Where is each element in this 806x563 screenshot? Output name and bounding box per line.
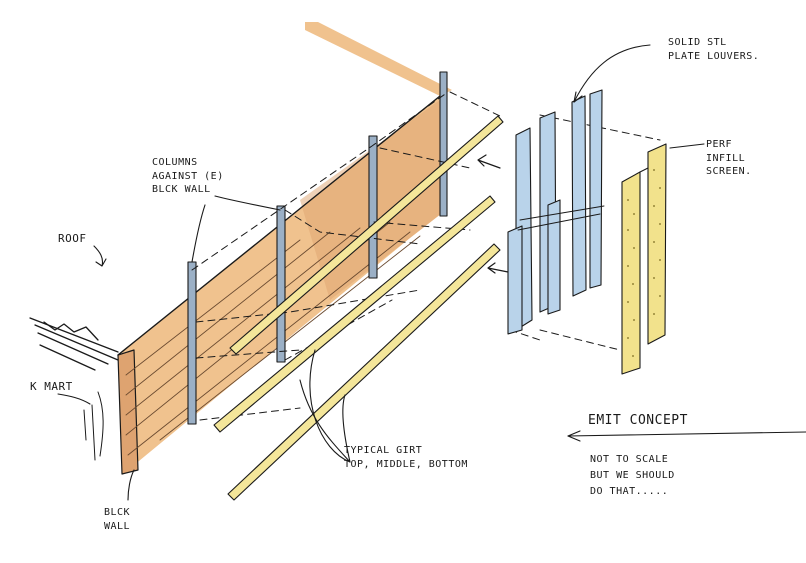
perf-infill-label: PERF INFILL SCREEN. — [706, 139, 752, 177]
perf-infill-screen — [621, 143, 667, 375]
roof-edge-strip — [305, 22, 452, 96]
block-wall-label: BLCK WALL — [104, 507, 131, 532]
leader-lines — [93, 44, 806, 501]
kmart-label: K MART — [30, 380, 73, 393]
louvers-label: SOLID STL PLATE LOUVERS. — [668, 37, 760, 62]
typical-girt-label: TYPICAL GIRT TOP, MIDDLE, BOTTOM — [344, 445, 468, 470]
steel-columns — [187, 71, 448, 425]
arrows — [477, 154, 509, 274]
block-wall-end — [117, 349, 139, 475]
louver-plates — [507, 89, 605, 335]
roof-label: ROOF — [58, 232, 87, 245]
roof-parapet — [29, 317, 119, 371]
concept-notes: NOT TO SCALE BUT WE SHOULD DO THAT..... — [590, 454, 675, 497]
columns-label: COLUMNS AGAINST (E) BLCK WALL — [152, 157, 224, 195]
perf-dots — [627, 169, 661, 357]
girts — [213, 115, 504, 501]
concept-title: EMIT CONCEPT — [588, 413, 688, 428]
